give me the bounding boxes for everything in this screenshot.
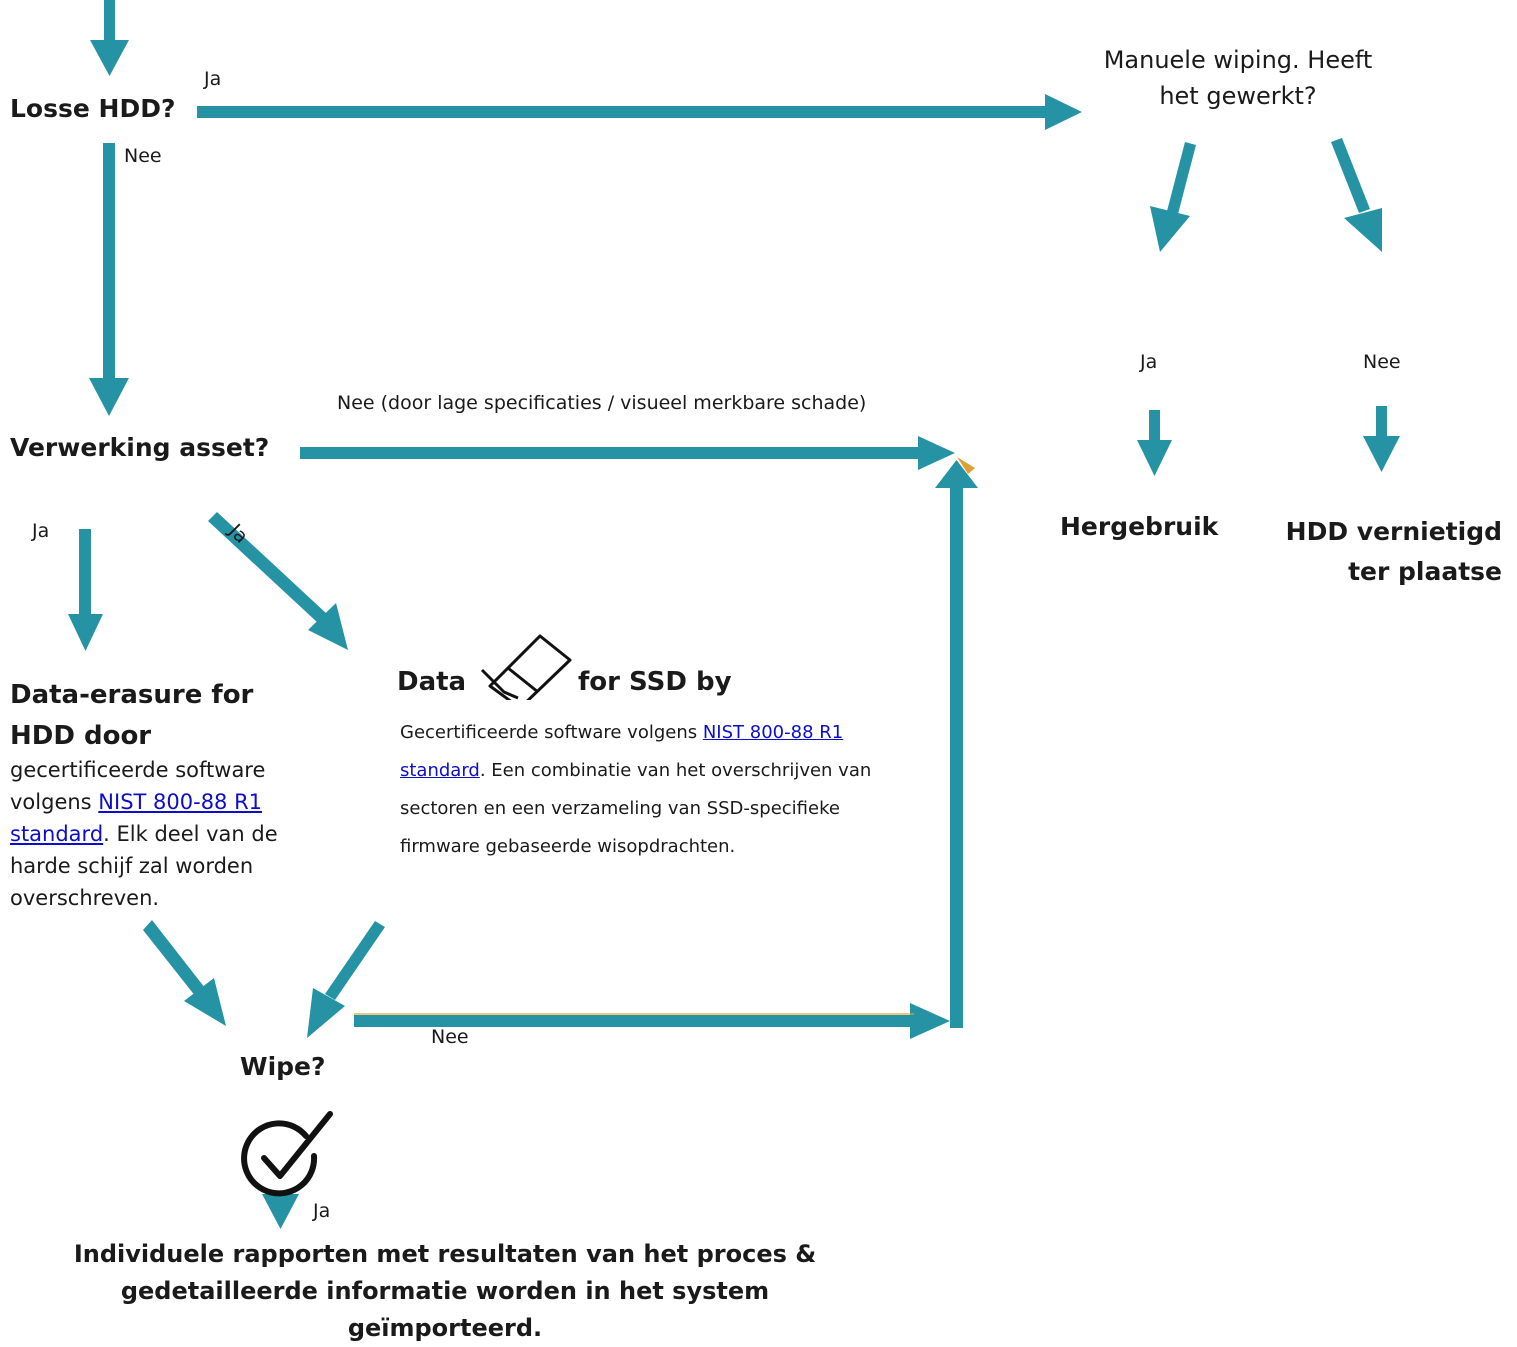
label-ja-wipe: Ja — [313, 1200, 331, 1222]
junction-accent — [957, 457, 975, 474]
arrow-hdd-to-wipe — [143, 920, 226, 1026]
report-line3: geïmporteerd. — [347, 1314, 543, 1342]
node-verwerking: Verwerking asset? — [10, 433, 270, 462]
hdd-erasure-title-line2: HDD door — [10, 721, 152, 751]
arrow-verwerking-to-right — [300, 436, 955, 470]
arrow-manual-to-ja — [1150, 142, 1196, 252]
ssd-text-line3: sectoren en een verzameling van SSD-spec… — [400, 798, 840, 819]
ssd-erasure-title-rest: for SSD by — [578, 667, 732, 697]
hdd-text-line4: harde schijf zal worden — [10, 854, 254, 878]
hdd-text-line5: overschreven. — [10, 886, 160, 910]
arrow-right-connector-up — [935, 460, 978, 1028]
hdd-erasure-title-line1: Data-erasure for — [10, 680, 254, 710]
hdd-text-line3-post: . Elk deel van de — [103, 822, 278, 846]
label-ja-top: Ja — [204, 68, 222, 90]
ssd-nist-link-2[interactable]: standard — [400, 760, 480, 781]
arrow-manual-to-nee — [1331, 138, 1382, 252]
ssd-erasure-title-data: Data — [397, 667, 467, 697]
arrow-losse-to-verwerking — [89, 143, 129, 416]
label-nee-right: Nee — [1363, 351, 1401, 373]
wipe-line-accent — [354, 1013, 914, 1015]
label-nee-verwerking: Nee (door lage specificaties / visueel m… — [337, 392, 867, 414]
node-wipe: Wipe? — [240, 1052, 326, 1081]
hdd-text-line2-pre: volgens — [10, 790, 99, 814]
hdd-text-line2: volgens NIST 800-88 R1 — [10, 786, 278, 818]
ssd-text-line1-pre: Gecertificeerde software volgens — [400, 722, 703, 743]
label-ja-left: Ja — [32, 520, 50, 542]
ssd-text-line2-post: . Een combinatie van het overschrijven v… — [479, 760, 872, 781]
node-hdd-destroyed-line1: HDD vernietigd — [1285, 517, 1502, 546]
hdd-text-line1: gecertificeerde software — [10, 758, 266, 782]
ssd-erasure-text: Gecertificeerde software volgens NIST 80… — [400, 714, 871, 866]
node-hdd-destroyed: HDD vernietigd ter plaatse — [1282, 512, 1502, 592]
label-nee-wipe: Nee — [431, 1026, 469, 1048]
hdd-nist-link-1[interactable]: NIST 800-88 R1 — [98, 790, 263, 814]
ssd-text-line1: Gecertificeerde software volgens NIST 80… — [400, 714, 871, 752]
hdd-erasure-title: Data-erasure for HDD door — [10, 675, 253, 757]
arrow-losse-to-manual — [197, 94, 1082, 130]
label-ja-right: Ja — [1140, 351, 1158, 373]
node-losse-hdd: Losse HDD? — [10, 94, 176, 123]
node-hergebruik: Hergebruik — [1060, 512, 1219, 541]
arrow-ja-to-hergebruik — [1137, 410, 1172, 476]
arrow-verwerking-to-ssd — [208, 512, 348, 650]
hdd-text-line3: standard. Elk deel van de — [10, 818, 278, 850]
ssd-text-line2: standard. Een combinatie van het oversch… — [400, 752, 871, 790]
hdd-erasure-text: gecertificeerde software volgens NIST 80… — [10, 754, 278, 914]
arrow-entry — [90, 0, 129, 76]
report-line1: Individuele rapporten met resultaten van… — [73, 1240, 817, 1268]
ssd-nist-link-1[interactable]: NIST 800-88 R1 — [702, 722, 844, 743]
check-circle-icon — [240, 1108, 340, 1198]
hdd-nist-link-2[interactable]: standard — [10, 822, 104, 846]
arrow-nee-to-destroyed — [1363, 406, 1400, 472]
node-manual-wiping-line2: het gewerkt? — [1159, 82, 1317, 110]
node-report: Individuele rapporten met resultaten van… — [40, 1236, 850, 1347]
report-line2: gedetailleerde informatie worden in het … — [120, 1277, 770, 1305]
arrow-wipe-to-report — [262, 1194, 299, 1229]
node-hdd-destroyed-line2: ter plaatse — [1348, 557, 1502, 586]
node-manual-wiping-line1: Manuele wiping. Heeft — [1103, 46, 1373, 74]
label-nee-top: Nee — [124, 145, 162, 167]
eraser-icon — [452, 630, 572, 710]
arrow-verwerking-to-hdd — [68, 529, 103, 651]
node-manual-wiping: Manuele wiping. Heeft het gewerkt? — [1082, 42, 1394, 114]
ssd-text-line4: firmware gebaseerde wisopdrachten. — [400, 836, 736, 857]
arrow-wipe-nee-right — [354, 1003, 950, 1039]
arrow-ssd-to-wipe — [307, 921, 385, 1038]
